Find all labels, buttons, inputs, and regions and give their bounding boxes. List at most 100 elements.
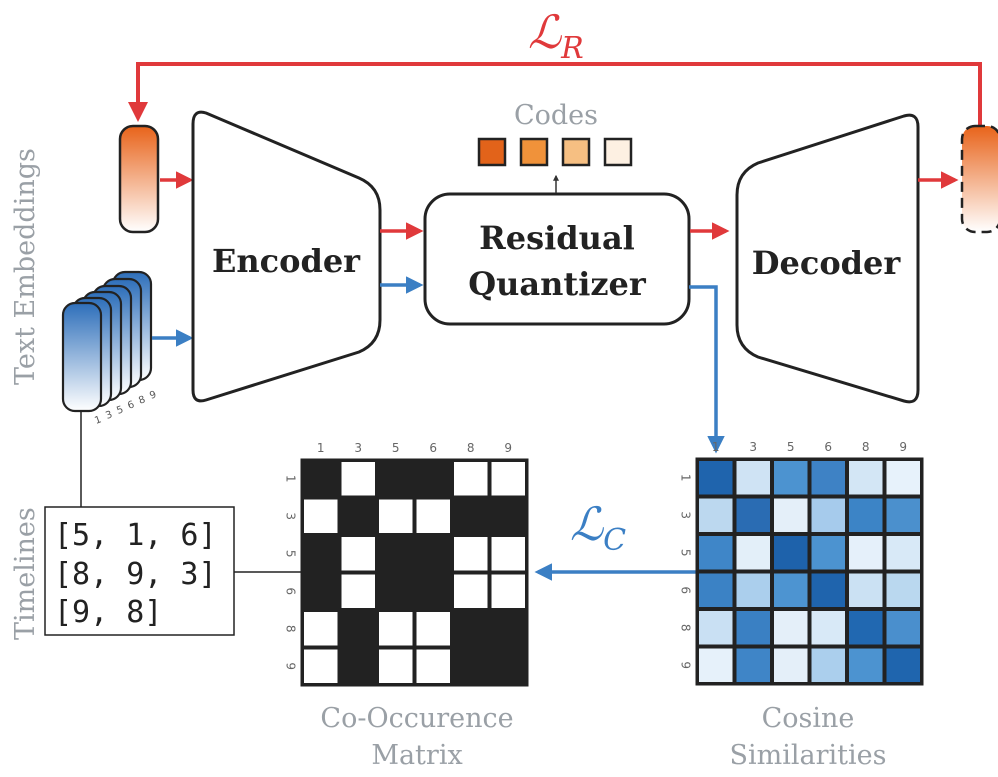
quantizer-block bbox=[423, 192, 691, 326]
encoder-block bbox=[191, 110, 382, 403]
cosine-cell bbox=[736, 461, 770, 495]
cooccurrence-col-label: 8 bbox=[467, 441, 475, 455]
cooccurrence-col-label: 5 bbox=[392, 441, 400, 455]
loss-r-label: ℒR bbox=[528, 5, 584, 66]
cosine-cell bbox=[774, 536, 808, 570]
cooccurrence-background bbox=[302, 460, 527, 685]
decoder-block bbox=[735, 113, 920, 404]
cooccurrence-cell bbox=[454, 462, 488, 496]
cooccurrence-row-label: 1 bbox=[284, 475, 298, 483]
cosine-col-label: 6 bbox=[824, 440, 832, 454]
cosine-label-line2: Similarities bbox=[730, 740, 887, 771]
code-square-3 bbox=[561, 137, 591, 167]
cosine-cell bbox=[699, 648, 733, 682]
cosine-cell bbox=[774, 573, 808, 607]
cosine-cell bbox=[811, 573, 845, 607]
input-embedding bbox=[118, 124, 160, 234]
cooccurrence-cell bbox=[491, 574, 525, 608]
cooccurrence-cell bbox=[491, 462, 525, 496]
code-square-1 bbox=[477, 137, 507, 167]
cosine-cell bbox=[849, 498, 883, 532]
cosine-row-label: 5 bbox=[679, 549, 693, 557]
cosine-row-label: 1 bbox=[679, 474, 693, 482]
cosine-cell bbox=[886, 573, 920, 607]
cooccurrence-cell bbox=[416, 649, 450, 683]
timeline-3: [9, 8] bbox=[54, 595, 162, 630]
timelines-label: Timelines bbox=[10, 507, 41, 640]
arrow-quantizer-to-cosine bbox=[689, 285, 725, 454]
cosine-cell bbox=[736, 611, 770, 645]
codes-label: Codes bbox=[514, 100, 598, 131]
cosine-cell bbox=[886, 461, 920, 495]
cosine-row-label: 8 bbox=[679, 624, 693, 632]
cooccurrence-cell bbox=[304, 499, 338, 533]
cooccurrence-cell bbox=[341, 462, 375, 496]
cooccurrence-col-label: 9 bbox=[504, 441, 512, 455]
cosine-cell bbox=[811, 536, 845, 570]
cooccurrence-row-label: 3 bbox=[284, 512, 298, 520]
cooccurrence-col-label: 3 bbox=[354, 441, 362, 455]
reconstruction-loss-arrow bbox=[128, 62, 982, 136]
decoder-label: Decoder bbox=[752, 244, 902, 282]
cooccurrence-label-line2: Matrix bbox=[371, 740, 462, 771]
cosine-cell bbox=[849, 611, 883, 645]
cooccurrence-row-label: 9 bbox=[284, 662, 298, 670]
cosine-col-label: 1 bbox=[712, 440, 720, 454]
cooccurrence-cell bbox=[379, 649, 413, 683]
cosine-cell bbox=[811, 648, 845, 682]
cosine-col-label: 5 bbox=[787, 440, 795, 454]
cosine-cell bbox=[849, 648, 883, 682]
cosine-cell bbox=[774, 611, 808, 645]
text-embeddings-label: Text Embeddings bbox=[10, 148, 41, 385]
quantizer-label-line1: Residual bbox=[479, 219, 635, 257]
cosine-cell bbox=[699, 498, 733, 532]
stack-index-label: 6 bbox=[126, 399, 136, 412]
cosine-background bbox=[697, 459, 922, 684]
cosine-col-label: 3 bbox=[749, 440, 757, 454]
cooccurrence-col-label: 6 bbox=[429, 441, 437, 455]
cosine-cell bbox=[736, 573, 770, 607]
cooccurrence-cell bbox=[416, 612, 450, 646]
timeline-2: [8, 9, 3] bbox=[54, 557, 217, 592]
cosine-cell bbox=[849, 573, 883, 607]
cosine-cell bbox=[774, 498, 808, 532]
cooccurrence-row-label: 8 bbox=[284, 625, 298, 633]
stack-index-label: 5 bbox=[115, 404, 125, 417]
cosine-label-line1: Cosine bbox=[762, 703, 855, 734]
cosine-cell bbox=[699, 536, 733, 570]
cosine-cell bbox=[811, 498, 845, 532]
cooccurrence-row-label: 6 bbox=[284, 587, 298, 595]
cooccurrence-matrix: 1 1 3 3 5 5 6 6 8 8 9 9 bbox=[284, 441, 529, 687]
cosine-col-label: 8 bbox=[862, 440, 870, 454]
cooccurrence-cell bbox=[454, 537, 488, 571]
cooccurrence-col-label: 1 bbox=[317, 441, 325, 455]
cosine-cell bbox=[849, 461, 883, 495]
loss-c-label: ℒC bbox=[570, 497, 626, 558]
timelines-box bbox=[44, 506, 235, 636]
cooccurrence-row-label: 5 bbox=[284, 550, 298, 558]
cosine-cell bbox=[736, 536, 770, 570]
cosine-cell bbox=[699, 573, 733, 607]
cosine-cell bbox=[811, 611, 845, 645]
cooccurrence-cell bbox=[379, 499, 413, 533]
cooccurrence-cell bbox=[491, 537, 525, 571]
cooccurrence-cell bbox=[304, 612, 338, 646]
cooccurrence-cell bbox=[416, 499, 450, 533]
stack-index-label: 8 bbox=[137, 394, 147, 407]
cooccurrence-cell bbox=[341, 537, 375, 571]
cosine-cell bbox=[849, 536, 883, 570]
quantizer-label-line2: Quantizer bbox=[468, 265, 647, 303]
stack-index-label: 9 bbox=[148, 389, 158, 402]
cosine-cell bbox=[736, 498, 770, 532]
cosine-cell bbox=[699, 461, 733, 495]
cosine-cell bbox=[886, 536, 920, 570]
cosine-row-label: 6 bbox=[679, 586, 693, 594]
cooccurrence-cell bbox=[454, 574, 488, 608]
code-square-4 bbox=[603, 137, 633, 167]
cosine-cell bbox=[699, 611, 733, 645]
cosine-cell bbox=[886, 498, 920, 532]
cooccurrence-cell bbox=[304, 649, 338, 683]
timeline-1: [5, 1, 6] bbox=[54, 518, 217, 553]
